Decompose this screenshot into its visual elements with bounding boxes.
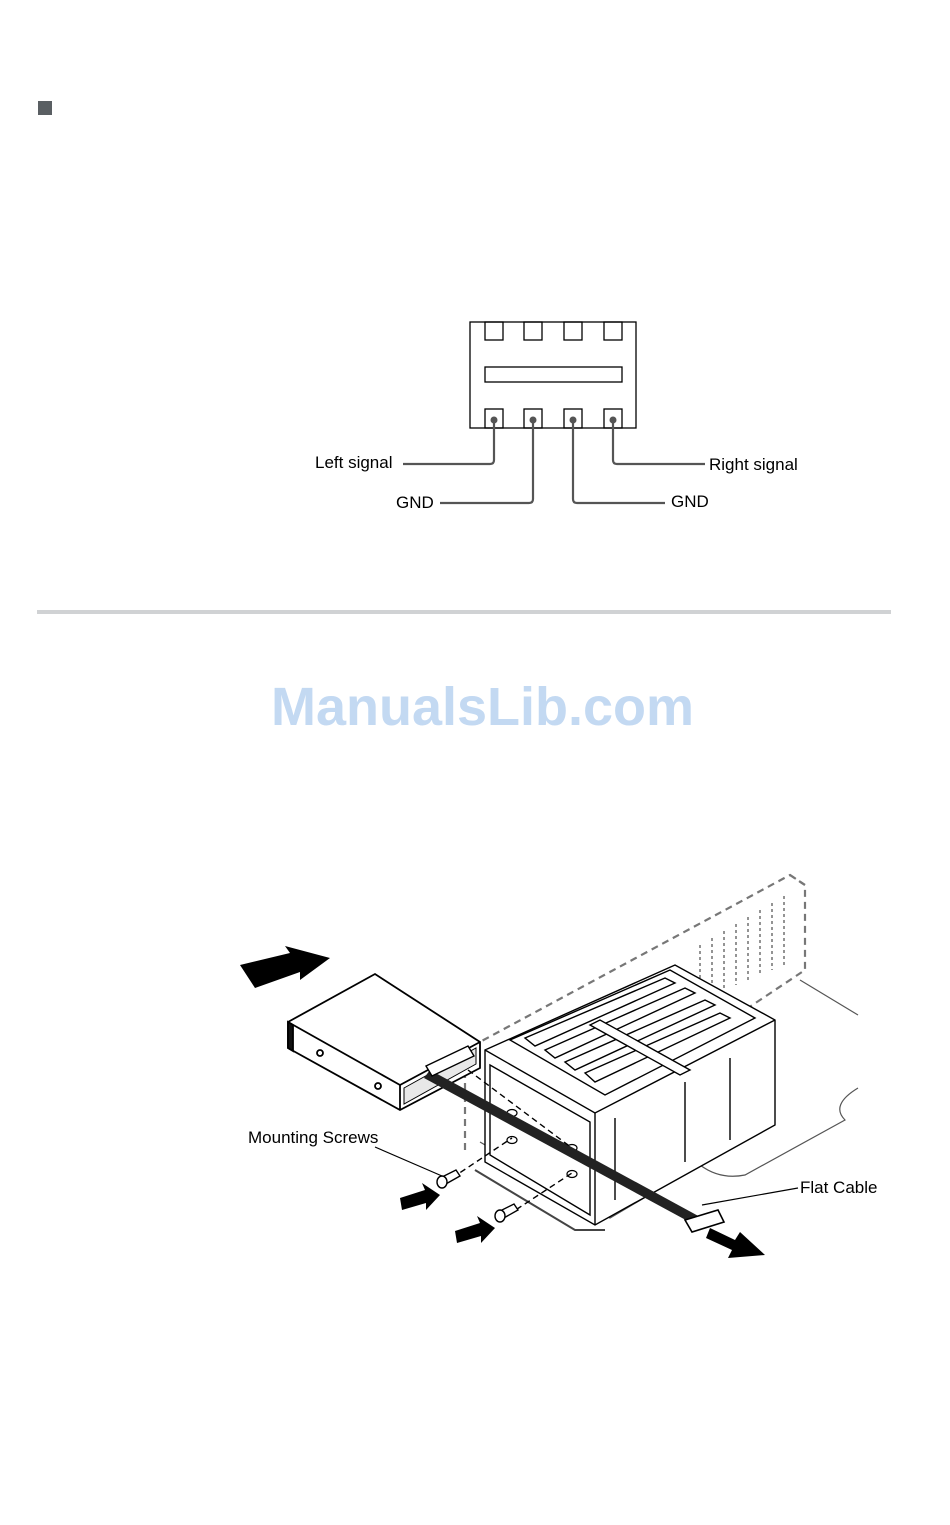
leader-gnd-right	[573, 420, 665, 503]
cable-arrow	[706, 1228, 765, 1258]
pin-top-2	[524, 322, 542, 340]
watermark: ManualsLib.com	[0, 676, 950, 738]
pin-top-4	[604, 322, 622, 340]
leader-gnd-left	[440, 420, 533, 503]
connector-pinout-svg	[300, 310, 840, 540]
label-left-signal: Left signal	[315, 453, 393, 473]
label-mounting-screws: Mounting Screws	[248, 1128, 378, 1148]
connector-pinout-diagram: Left signal Right signal GND GND	[300, 310, 840, 540]
pin-top-3	[564, 322, 582, 340]
pin-top-1	[485, 322, 503, 340]
leader-right-signal	[613, 420, 705, 464]
screw-arrows	[400, 1183, 495, 1243]
mounting-screws	[437, 1170, 518, 1222]
section-divider	[37, 610, 891, 614]
drive-installation-figure: Mounting Screws Flat Cable	[230, 870, 890, 1270]
vent-slots	[700, 896, 784, 1000]
connector-body	[470, 322, 636, 428]
label-gnd-left: GND	[396, 493, 434, 513]
leader-left-signal	[403, 420, 494, 464]
leader-mounting-screws	[375, 1147, 442, 1176]
label-flat-cable: Flat Cable	[800, 1178, 877, 1198]
insert-arrow	[240, 946, 330, 988]
label-right-signal: Right signal	[709, 455, 798, 475]
leader-flat-cable	[702, 1188, 798, 1205]
connector-slot	[485, 367, 622, 382]
label-gnd-right: GND	[671, 492, 709, 512]
drive-installation-svg	[230, 870, 890, 1270]
section-bullet	[38, 101, 52, 115]
